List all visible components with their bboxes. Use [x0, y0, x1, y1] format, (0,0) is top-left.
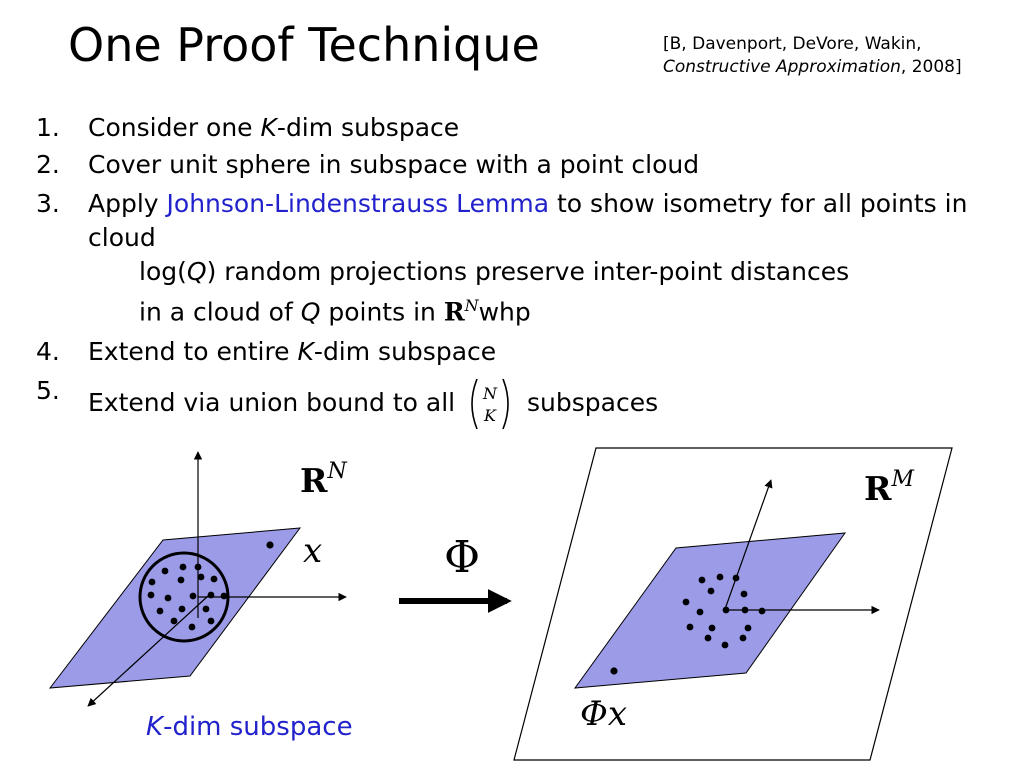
axis-up	[723, 479, 773, 613]
step-text: to show isometry for all points in cloud	[88, 189, 968, 252]
step-3: 3. Apply Johnson-Lindenstrauss Lemma to …	[36, 187, 996, 329]
cloud-point	[220, 592, 228, 600]
step-text: Apply	[88, 189, 167, 218]
cloud-point	[194, 563, 202, 571]
cloud-point	[161, 567, 169, 575]
cloud-point	[698, 576, 706, 584]
step-1: 1. Consider one K-dim subspace	[36, 113, 996, 142]
cloud-point	[148, 578, 156, 586]
cloud-point	[708, 624, 716, 632]
cloud-point	[721, 641, 729, 649]
cloud-point	[177, 576, 185, 584]
cloud-point	[716, 573, 724, 581]
step-3-detail-1: log(Q) random projections preserve inter…	[139, 257, 850, 286]
step-number: 2.	[36, 150, 60, 179]
axis-diagonal	[87, 595, 209, 707]
proof-steps: 1. Consider one K-dim subspace 2. Cover …	[36, 113, 996, 432]
citation: [B, Davenport, DeVore, Wakin, Constructi…	[663, 33, 962, 79]
cloud-point	[682, 598, 690, 606]
binom-bottom: K	[483, 406, 497, 425]
space-exponent: N	[464, 296, 479, 315]
cloud-point	[164, 594, 172, 602]
projected-subspace-plane	[573, 532, 847, 689]
cloud-point	[741, 606, 749, 614]
cloud-point	[197, 573, 205, 581]
cloud-point	[202, 605, 210, 613]
cloud-point	[686, 623, 694, 631]
citation-authors: [B, Davenport, DeVore, Wakin,	[663, 34, 922, 54]
step-number: 1.	[36, 113, 60, 142]
jl-lemma-link[interactable]: Johnson-Lindenstrauss Lemma	[166, 189, 550, 218]
step-text: -dim subspace	[313, 337, 497, 367]
projected-point-x	[610, 667, 618, 675]
citation-source: Constructive Approximation, 2008]	[663, 56, 962, 79]
binomial-coefficient: N K	[467, 376, 513, 432]
step-text: Extend to entire	[88, 337, 298, 367]
step-text: Cover unit sphere in subspace with a poi…	[88, 150, 700, 179]
cloud-point	[156, 607, 164, 615]
projected-point-cloud	[682, 573, 766, 649]
cloud-point	[178, 605, 186, 613]
step-var: K	[297, 337, 314, 367]
binom-top: N	[482, 384, 498, 403]
step-var: K	[260, 113, 277, 142]
step-number: 4.	[36, 337, 60, 367]
slide-title: One Proof Technique	[68, 18, 540, 72]
step-text: -dim subspace	[276, 113, 460, 142]
step-5: 5. Extend via union bound to all N K sub…	[36, 376, 996, 432]
point-x	[266, 541, 274, 549]
k-dim-subspace-plane	[48, 527, 302, 689]
step-text: Consider one	[88, 113, 261, 142]
step-text: subspaces	[519, 388, 659, 418]
cloud-point	[207, 617, 215, 625]
citation-year: , 2008]	[900, 57, 962, 77]
step-text: Extend via union bound to all	[88, 388, 464, 418]
cloud-point	[739, 634, 747, 642]
cloud-point	[188, 623, 196, 631]
step-3-detail-2: in a cloud of Q points in RNwhp	[139, 296, 531, 327]
step-2: 2. Cover unit sphere in subspace with a …	[36, 150, 996, 179]
space-rm-label: RM	[864, 467, 914, 508]
cloud-point	[179, 563, 187, 571]
cloud-point	[740, 590, 748, 598]
cloud-point	[722, 606, 730, 614]
projected-x-label: Φx	[580, 694, 627, 734]
cloud-point	[170, 617, 178, 625]
point-cloud	[147, 563, 228, 631]
cloud-point	[744, 624, 752, 632]
cloud-point	[758, 607, 766, 615]
step-number: 3.	[36, 189, 60, 218]
cloud-point	[704, 634, 712, 642]
projection-figure: x RN Φ Φx RM K-dim subspace	[48, 447, 953, 761]
cloud-point	[707, 587, 715, 595]
unit-sphere	[138, 551, 230, 643]
subspace-caption: K-dim subspace	[146, 712, 353, 742]
point-x-label: x	[303, 531, 322, 571]
cloud-point	[147, 591, 155, 599]
space-symbol: R	[443, 297, 465, 327]
step-4: 4. Extend to entire K-dim subspace	[36, 337, 996, 366]
cloud-point	[189, 592, 197, 600]
space-rn-label: RN	[300, 459, 347, 500]
cloud-point	[696, 608, 704, 616]
cloud-point	[210, 575, 218, 583]
cloud-point	[732, 574, 740, 582]
citation-journal: Constructive Approximation	[663, 57, 901, 77]
operator-phi: Φ	[444, 532, 480, 583]
step-number: 5.	[36, 376, 60, 406]
cloud-point	[207, 591, 215, 599]
